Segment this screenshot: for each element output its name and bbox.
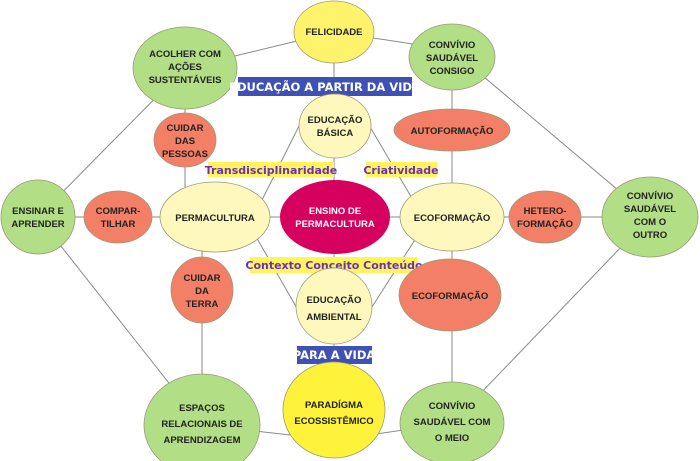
node-label: FELICIDADE (306, 27, 363, 38)
label-contexto-conceito-conteudo: Contexto Conceito Conteúdo (245, 257, 423, 273)
node-label: TERRA (186, 299, 219, 310)
node-label: OUTRO (633, 230, 667, 241)
node-label: PESSOAS (162, 149, 208, 160)
node-label: ENSINO DE (309, 206, 361, 217)
node-label: SUSTENTÁVEIS (149, 75, 222, 86)
node-convivio-com-o-outro: CONVÍVIO SAUDÁVEL COM O OUTRO (601, 176, 699, 258)
node-label: CONSIGO (430, 66, 475, 77)
node-label: FORMAÇÃO (517, 219, 573, 230)
banner-educacao-a-partir-da-vida: EDUCAÇÃO A PARTIR DA VIDA (229, 77, 421, 96)
node-permacultura: PERMACULTURA (159, 181, 271, 253)
node-label: APRENDER (11, 219, 64, 230)
node-label: CONVÍVIO (627, 191, 673, 202)
node-label: DAS (175, 136, 195, 147)
label-transdisciplinaridade: Transdisciplinaridade (205, 162, 338, 177)
node-label: DA (195, 286, 209, 297)
label-criatividade: Criatividade (363, 162, 439, 177)
node-ensino-de-permacultura: ENSINO DE PERMACULTURA (280, 180, 390, 254)
node-label: RELACIONAIS DE (161, 419, 242, 430)
node-label: ECOFORMAÇÃO (412, 291, 489, 302)
node-label: ECOFORMAÇÃO (414, 213, 491, 224)
node-label: SAUDÁVEL (426, 53, 478, 64)
node-label: CONVÍVIO (429, 40, 475, 51)
node-label: CUIDAR (167, 123, 204, 134)
banner-para-a-vida: PARA A VIDA (293, 346, 376, 364)
node-label: PERMACULTURA (295, 219, 375, 230)
node-convivio-com-o-meio: CONVÍVIO SAUDÁVEL COM O MEIO (399, 381, 505, 461)
node-convivio-consigo: CONVÍVIO SAUDÁVEL CONSIGO (408, 23, 496, 91)
node-label: AUTOFORMAÇÃO (411, 126, 494, 137)
node-ensinar-e-aprender: ENSINAR E APRENDER (0, 179, 76, 255)
svg-text:Contexto Conceito Conteúdo: Contexto Conceito Conteúdo (245, 259, 423, 272)
node-label: ESPAÇOS (179, 403, 225, 414)
svg-text:EDUCAÇÃO A PARTIR DA VIDA: EDUCAÇÃO A PARTIR DA VIDA (229, 79, 421, 94)
node-ecoformacao-2: ECOFORMAÇÃO (398, 258, 502, 332)
node-label: EDUCAÇÃO (307, 295, 362, 306)
node-label: BÁSICA (317, 128, 354, 139)
node-espacos-relacionais: ESPAÇOS RELACIONAIS DE APRENDIZAGEM (143, 373, 261, 461)
node-label: COM O (634, 217, 666, 228)
node-label: COMPAR- (96, 206, 141, 217)
node-paradigma-ecossistemico: PARADÍGMA ECOSSISTÊMICO (282, 361, 386, 459)
node-label: ECOSSISTÊMICO (294, 415, 373, 427)
node-label: SAUDÁVEL COM (414, 417, 491, 428)
node-heteroformacao: HETERO- FORMAÇÃO (508, 190, 582, 244)
node-felicidade: FELICIDADE (293, 0, 375, 64)
node-autoformacao: AUTOFORMAÇÃO (393, 108, 511, 152)
node-label: ENSINAR E (12, 206, 64, 217)
node-label: PERMACULTURA (175, 213, 255, 224)
node-label: ACOLHER COM (149, 49, 221, 60)
node-label: APRENDIZAGEM (163, 435, 240, 446)
node-label: TILHAR (101, 219, 136, 230)
node-label: HETERO- (524, 206, 567, 217)
svg-text:Transdisciplinaridade: Transdisciplinaridade (205, 164, 338, 177)
node-label: SAUDÁVEL (624, 204, 676, 215)
node-educacao-basica: EDUCAÇÃO BÁSICA (298, 93, 372, 159)
svg-text:PARA A VIDA: PARA A VIDA (293, 348, 376, 362)
node-label: CUIDAR (184, 273, 221, 284)
node-educacao-ambiental: EDUCAÇÃO AMBIENTAL (295, 267, 373, 345)
node-label: AMBIENTAL (306, 312, 361, 323)
node-cuidar-da-terra: CUIDAR DA TERRA (170, 256, 234, 324)
node-ecoformacao: ECOFORMAÇÃO (399, 182, 505, 252)
node-acolher: ACOLHER COM AÇÕES SUSTENTÁVEIS (132, 26, 238, 110)
svg-text:Criatividade: Criatividade (363, 164, 438, 177)
node-label: CONVÍVIO (429, 401, 475, 412)
node-cuidar-das-pessoas: CUIDAR DAS PESSOAS (153, 112, 217, 168)
node-compartilhar: COMPAR- TILHAR (83, 190, 153, 244)
node-label: EDUCAÇÃO (308, 115, 363, 126)
node-label: AÇÕES (168, 62, 202, 73)
node-label: PARADÍGMA (305, 400, 363, 411)
node-label: O MEIO (435, 433, 469, 444)
